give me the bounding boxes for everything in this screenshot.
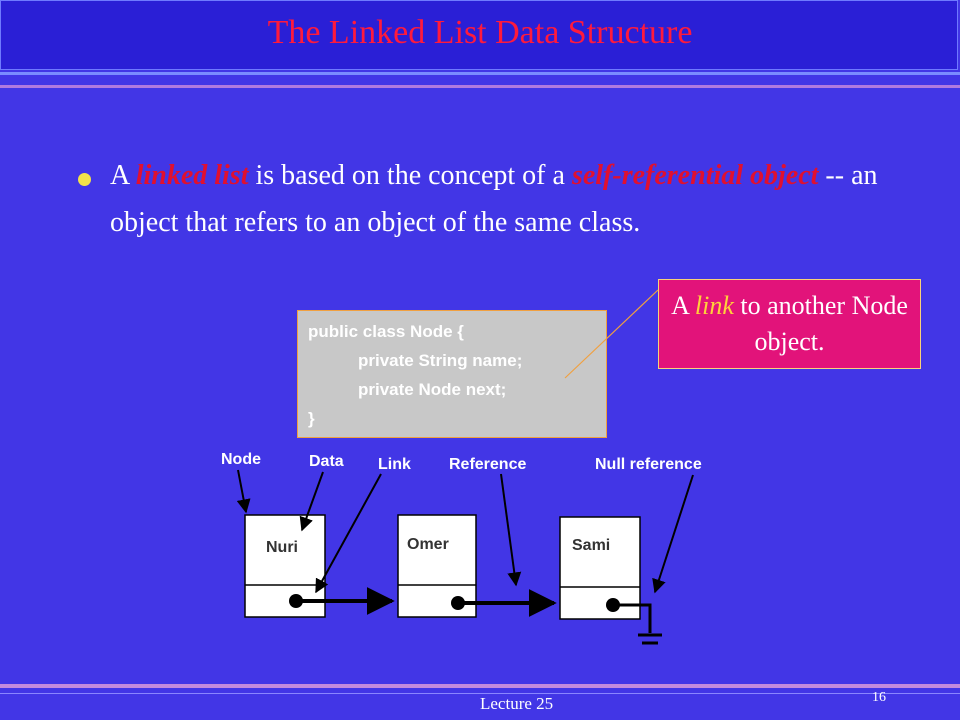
link-label-arrow [315, 473, 382, 594]
code-box: public class Node { private String name;… [297, 310, 607, 438]
term-self-referential: self-referential object [571, 160, 819, 191]
code-line-4: } [308, 409, 315, 428]
bullet-text-a: A [110, 160, 136, 191]
code-line-2: private String name; [358, 351, 523, 370]
slide-title: The Linked List Data Structure [267, 14, 693, 51]
code-line-3: private Node next; [358, 380, 507, 399]
reference-label-arrow [500, 473, 522, 587]
code-line-1: public class Node { [308, 322, 464, 341]
bullet-text-c: -- an object that refers to an object of… [110, 160, 878, 238]
label-null-reference: Null reference [595, 456, 702, 473]
top-rule-secondary [0, 85, 960, 88]
node-name-omer: Omer [407, 536, 449, 553]
bullet-icon [78, 173, 91, 186]
top-rule [0, 72, 960, 75]
footer-lecture: Lecture 25 [480, 694, 554, 713]
title-bar [0, 0, 958, 70]
data-label-arrow [299, 471, 324, 532]
link-callout: A link to another Node object. [658, 279, 921, 369]
label-reference: Reference [449, 456, 527, 473]
bullet-text: A linked list is based on the concept of… [110, 152, 890, 246]
node-name-sami: Sami [572, 537, 611, 554]
null-reference-label-arrow [652, 474, 694, 594]
callout-link-word: link [694, 291, 734, 320]
node-name-nuri: Nuri [266, 539, 298, 556]
node-box-sami [559, 516, 641, 620]
node-label-arrow [236, 469, 251, 514]
callout-text-b: to another Node object. [733, 291, 908, 356]
label-link: Link [378, 456, 411, 473]
bullet-text-b: is based on the concept of a [248, 160, 572, 191]
null-pointer-sami [606, 598, 662, 645]
bottom-rule-secondary [0, 693, 960, 694]
label-node: Node [221, 451, 261, 468]
callout-pointer-line [564, 289, 659, 379]
link-pointer-omer-sami [451, 589, 557, 617]
term-linked-list: linked list [135, 160, 249, 191]
callout-text-a: A [671, 291, 695, 320]
label-data: Data [309, 453, 344, 470]
bottom-rule [0, 684, 960, 688]
link-pointer-nuri-omer [289, 587, 395, 615]
page-number: 16 [872, 690, 886, 705]
